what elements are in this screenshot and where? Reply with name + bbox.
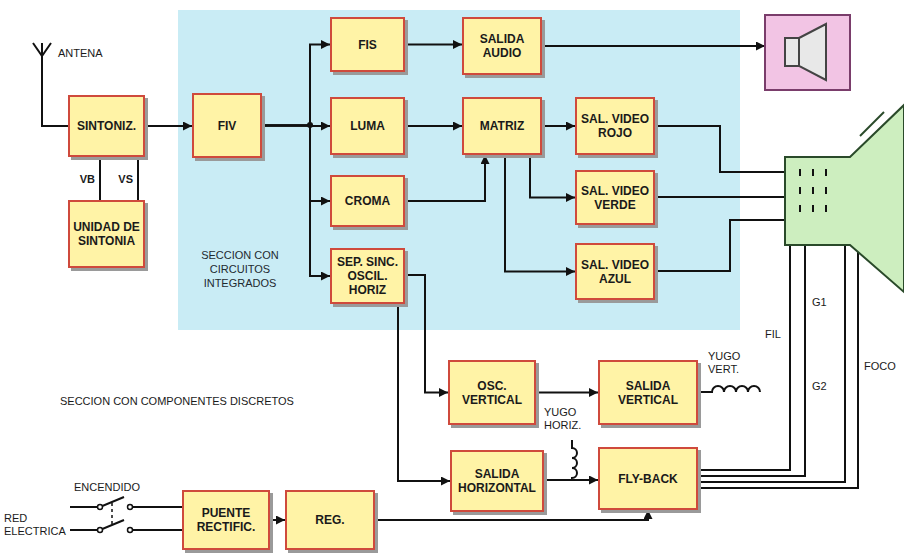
speaker-magnet: [785, 38, 799, 66]
signal-name: VS: [117, 172, 134, 185]
switch-contact: [128, 505, 133, 510]
block-box: SINTONIZ.: [68, 95, 145, 157]
block-label: SAL. VIDEO ROJO: [580, 112, 650, 140]
signal-connector: [137, 157, 139, 200]
crt-tube: [785, 105, 904, 292]
block-box: FIS: [330, 17, 405, 72]
switch-contact: [128, 528, 133, 533]
block-label: SINTONIZ.: [73, 119, 140, 133]
block-box: CROMA: [330, 175, 405, 227]
signal-connector: [544, 479, 598, 481]
switch-contact: [98, 505, 103, 510]
vertical-yoke-coil: [698, 386, 760, 392]
block-label: LUMA: [335, 119, 400, 133]
block-label: CROMA: [335, 194, 400, 208]
block-label: FLY-BACK: [603, 472, 693, 486]
section-title: SECCION CON CIRCUITOS INTEGRADOS: [190, 248, 290, 290]
block-box: OSC. VERTICAL: [448, 360, 536, 425]
diagram-label: G2: [812, 380, 827, 393]
signal-connector: [99, 157, 101, 200]
diagram-label: SECCION CON COMPONENTES DISCRETOS: [60, 395, 294, 408]
block-label: MATRIZ: [467, 119, 537, 133]
block-box: SAL. VIDEO AZUL: [575, 243, 655, 300]
diagram-label: YUGO HORIZ.: [544, 406, 596, 432]
diagram-label: ANTENA: [58, 47, 103, 60]
block-box: SALIDA AUDIO: [462, 17, 542, 75]
signal-connector: [398, 304, 450, 481]
block-box: SAL. VIDEO VERDE: [575, 170, 655, 225]
switch-contact: [98, 528, 103, 533]
block-box: FIV: [192, 93, 262, 158]
diagram-label: FIL: [765, 328, 781, 341]
speaker-panel: [765, 15, 850, 90]
diagram-label: FOCO: [864, 360, 896, 373]
switch-contacts: [98, 505, 133, 533]
block-box: PUENTE RECTIFIC.: [182, 490, 270, 550]
block-box: UNIDAD DE SINTONIA: [68, 200, 145, 268]
block-label: SALIDA VERTICAL: [603, 379, 693, 407]
block-label: FIS: [335, 38, 400, 52]
block-label: SAL. VIDEO VERDE: [580, 184, 650, 212]
block-label: SALIDA AUDIO: [467, 32, 537, 60]
diagram-label: RED ELECTRICA: [4, 512, 66, 538]
cathode-pins: [800, 169, 826, 212]
crt-pins: [800, 169, 826, 212]
block-box: LUMA: [330, 97, 405, 155]
section-band: SECCION CON CIRCUITOS INTEGRADOS FIV FIS SA…: [178, 10, 740, 330]
block-label: OSC. VERTICAL: [453, 379, 531, 407]
block-box: REG.: [285, 490, 375, 550]
crt-mark: [860, 112, 884, 136]
speaker-cone: [799, 24, 826, 80]
block-label: SEP. SINC. OSCIL. HORIZ: [335, 255, 400, 297]
block-label: FIV: [197, 119, 257, 133]
diagram-label: G1: [812, 296, 827, 309]
block-box: MATRIZ: [462, 97, 542, 155]
block-label: UNIDAD DE SINTONIA: [73, 220, 140, 248]
block-label: SAL. VIDEO AZUL: [580, 258, 650, 286]
mains-wire-1: [70, 497, 182, 507]
block-box: SALIDA VERTICAL: [598, 360, 698, 425]
diagram-label: ENCENDIDO: [74, 481, 140, 494]
signal-connector: [270, 519, 285, 521]
block-label: SALIDA HORIZONTAL: [455, 467, 539, 495]
block-box: SEP. SINC. OSCIL. HORIZ: [330, 248, 405, 304]
switch-link: [111, 503, 113, 525]
block-label: PUENTE RECTIFIC.: [187, 506, 265, 534]
signal-connector: [536, 392, 598, 394]
horizontal-yoke-coil: [572, 440, 577, 481]
diagram-label: YUGO VERT.: [708, 350, 752, 376]
mains-wire-2: [70, 520, 182, 530]
signal-name: VB: [79, 172, 96, 185]
block-box: SAL. VIDEO ROJO: [575, 97, 655, 155]
block-label: REG.: [290, 513, 370, 527]
block-box: FLY-BACK: [598, 447, 698, 510]
block-box: SALIDA HORIZONTAL: [450, 450, 544, 512]
